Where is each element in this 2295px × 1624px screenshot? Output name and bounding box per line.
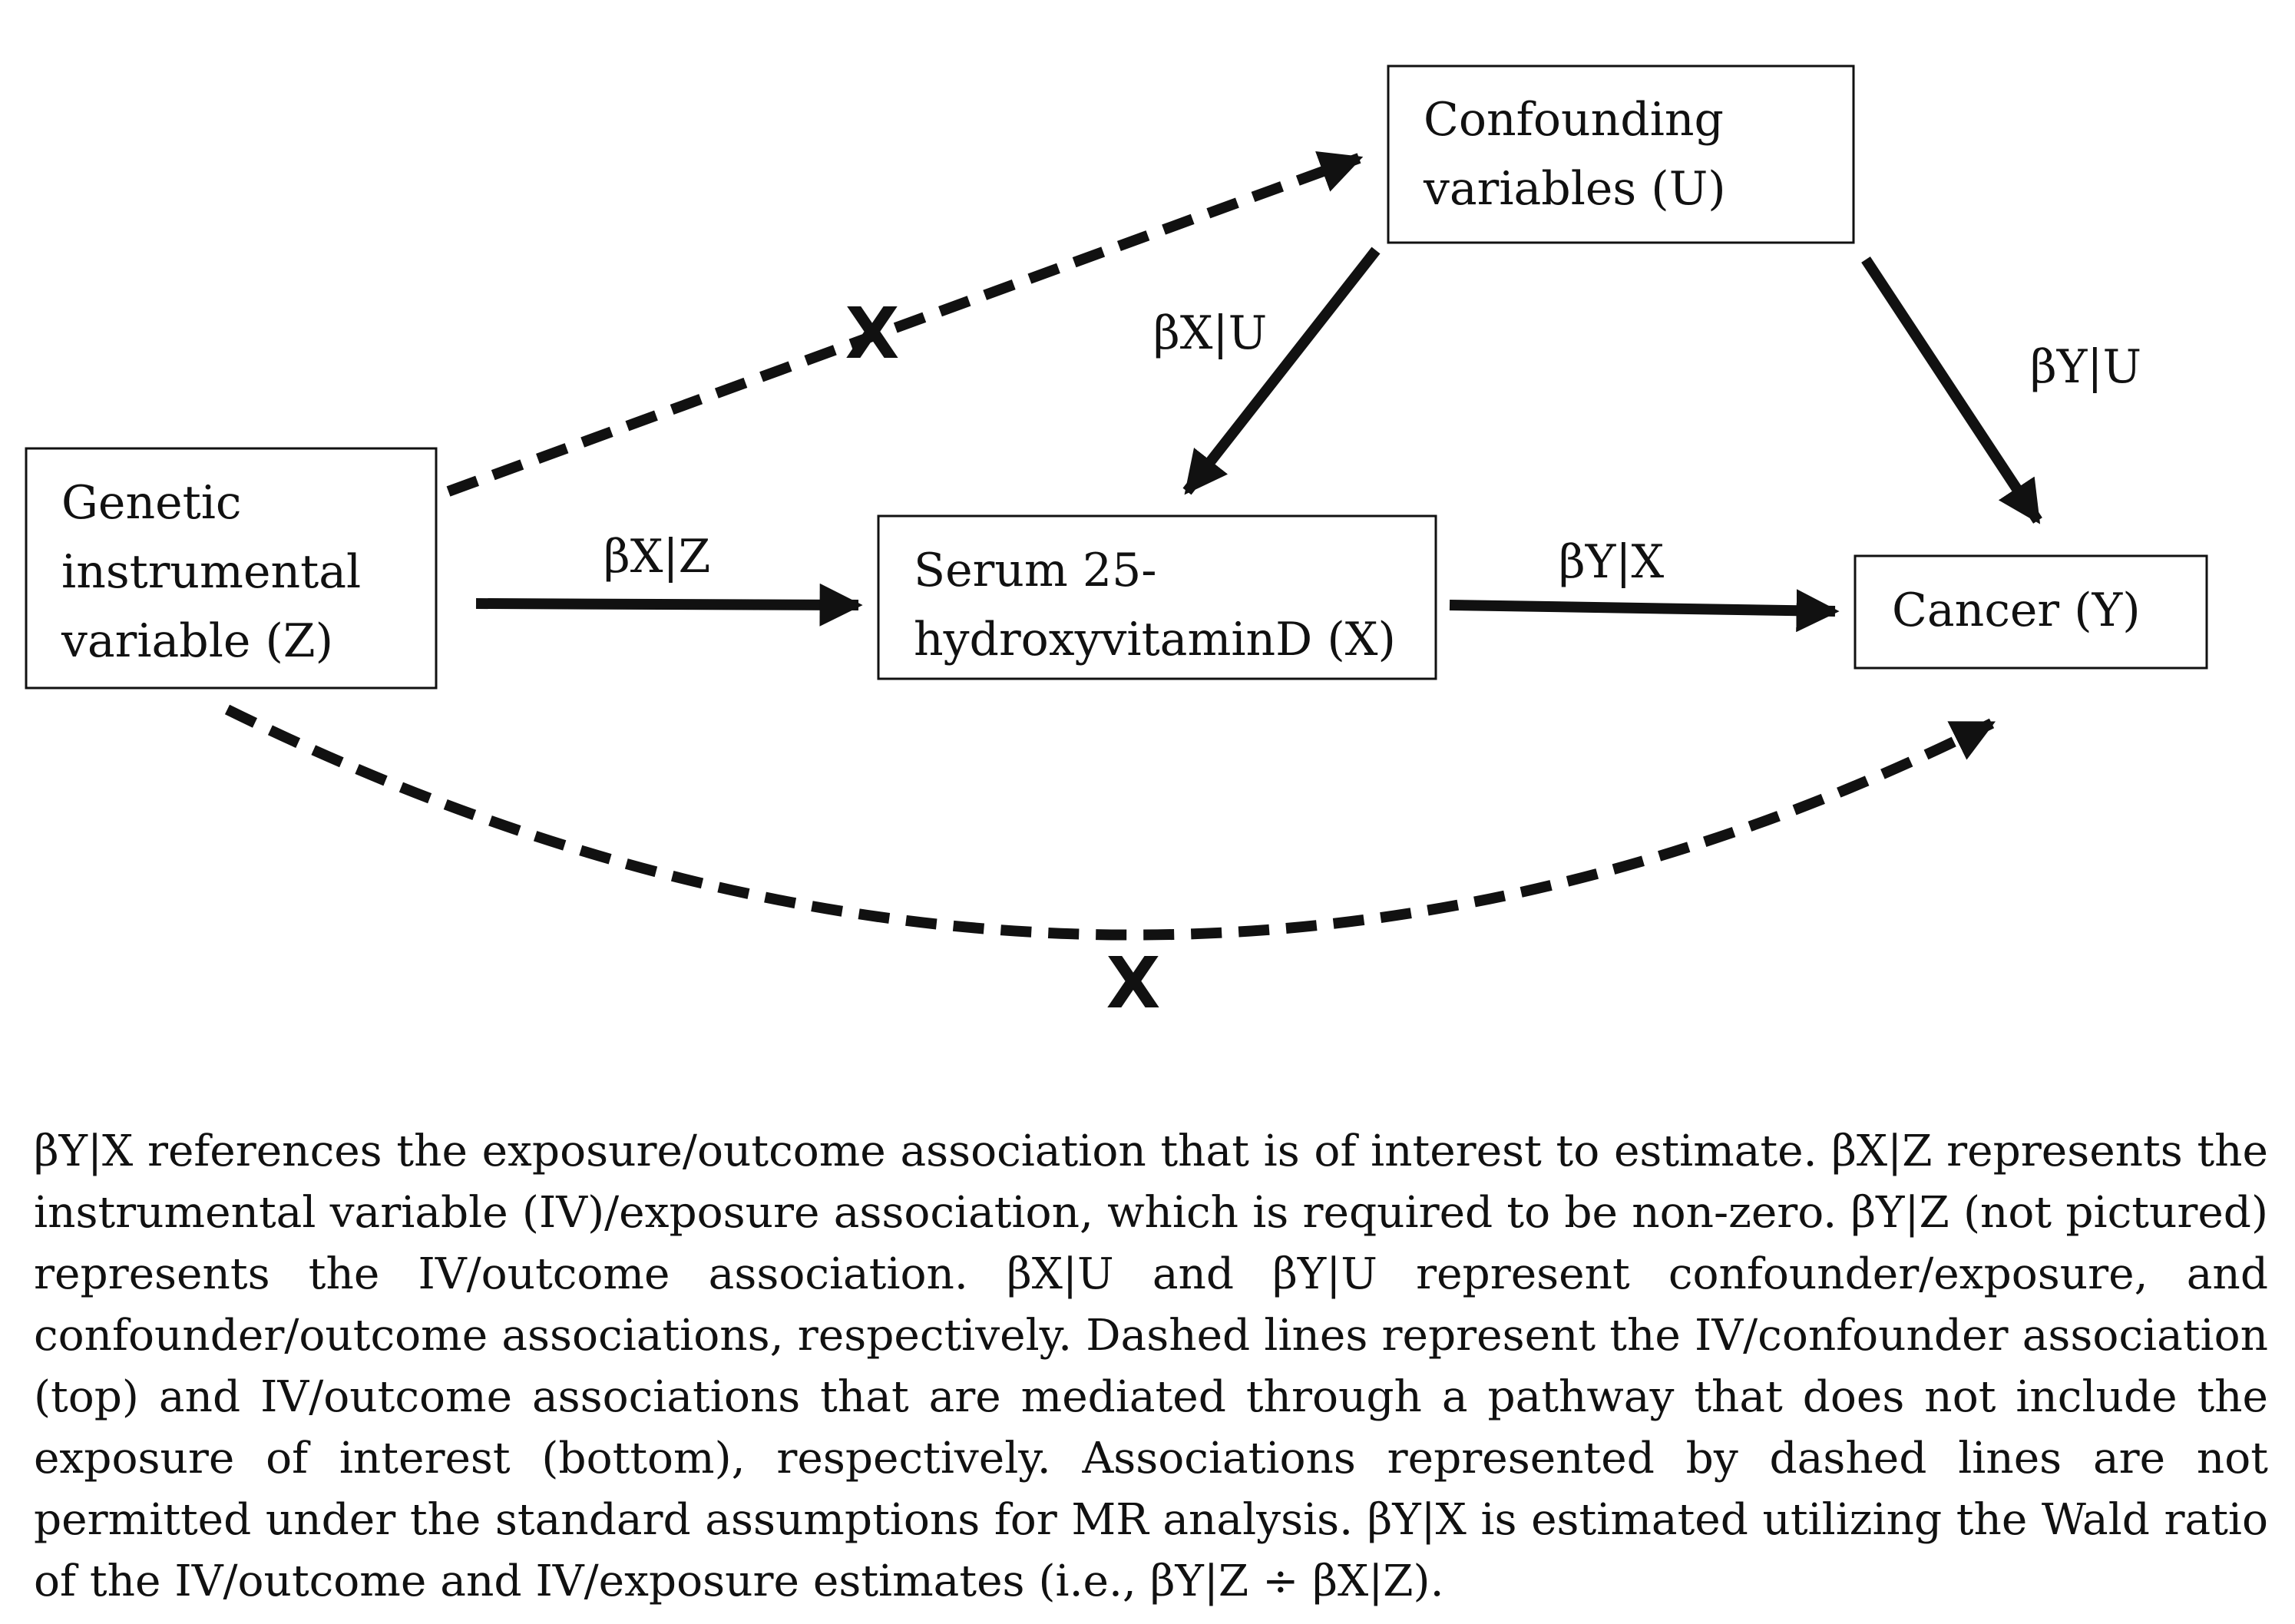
- node-confounders-line: variables (U): [1423, 162, 1726, 216]
- node-instrument: Genetic instrumental variable (Z): [25, 447, 438, 690]
- node-outcome-line: Cancer (Y): [1892, 584, 2141, 637]
- edge-z-to-u-dashed: [446, 151, 1364, 497]
- node-instrument-line: Genetic: [61, 476, 242, 530]
- cross-marker-top: X: [845, 293, 900, 375]
- cross-marker-bottom: X: [1106, 942, 1161, 1024]
- causal-diagram: Confounding variables (U) Genetic instru…: [25, 64, 2208, 1024]
- svg-text:Cancer (Y): Cancer (Y): [1892, 584, 2141, 637]
- edge-x-to-y: [1449, 589, 1840, 633]
- figure-caption: βY|X references the exposure/outcome ass…: [34, 1126, 2268, 1606]
- node-instrument-box: [25, 447, 438, 690]
- edge-z-to-y-dashed: [224, 704, 1996, 941]
- edge-z-to-x: [475, 583, 863, 627]
- node-exposure-line: hydroxyvitaminD (X): [914, 613, 1396, 666]
- edge-label-u-to-x: βX|U: [1153, 306, 1267, 360]
- node-exposure-box: [877, 514, 1437, 680]
- edge-label-z-to-x: βX|Z: [604, 530, 710, 584]
- svg-text:Serum 25- hydroxyvitamin: Serum 25- hydroxyvitaminD (X): [914, 544, 1396, 666]
- node-instrument-line: variable (Z): [61, 614, 333, 668]
- node-outcome-box: [1854, 554, 2208, 670]
- edge-label-x-to-y: βY|X: [1559, 535, 1665, 589]
- node-outcome: Cancer (Y): [1854, 554, 2208, 670]
- edge-u-to-y: [1861, 256, 2042, 524]
- svg-text:Genetic instrumental: Genetic instrumental variable (Z): [61, 476, 375, 668]
- node-confounders-line: Confounding: [1424, 93, 1724, 147]
- svg-text:Confounding variables (U: Confounding variables (U): [1423, 93, 1738, 216]
- edge-u-to-x: [1182, 246, 1381, 495]
- node-confounders: Confounding variables (U): [1387, 64, 1855, 244]
- node-exposure-line: Serum 25-: [914, 544, 1157, 597]
- node-exposure: Serum 25- hydroxyvitaminD (X): [877, 514, 1437, 680]
- node-instrument-line: instrumental: [61, 545, 361, 599]
- node-confounders-box: [1387, 64, 1855, 244]
- edge-label-u-to-y: βY|U: [2030, 340, 2141, 394]
